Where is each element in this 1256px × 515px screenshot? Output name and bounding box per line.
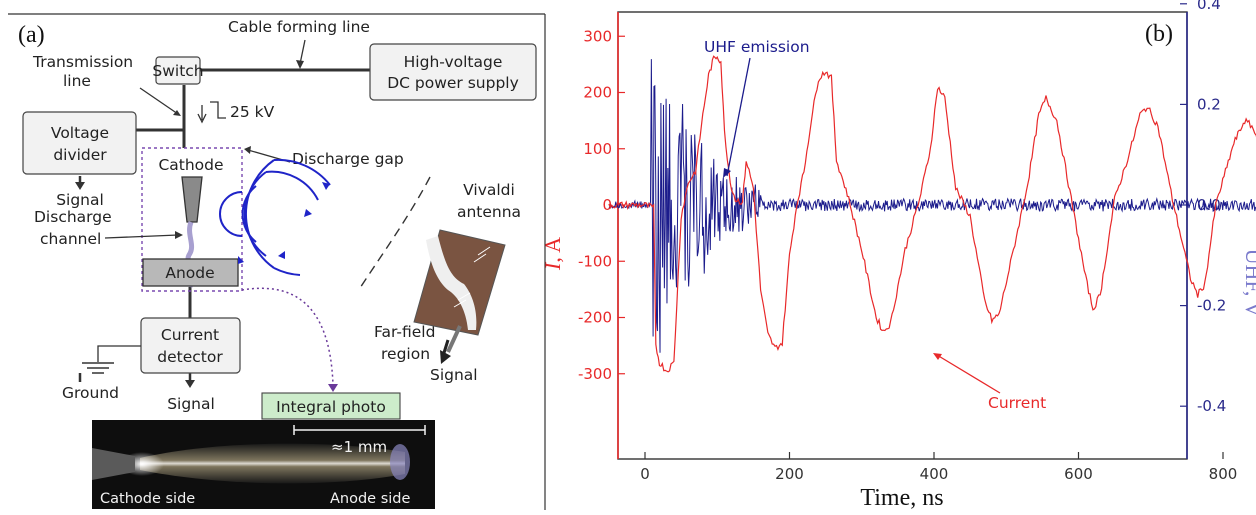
discharge-gap-frame <box>141 147 243 292</box>
x-tick-label: 200 <box>775 465 804 483</box>
discharge-channel-label-1: Discharge <box>34 208 112 226</box>
vivaldi-label-2: antenna <box>457 203 521 221</box>
signal-left-arrow <box>75 182 85 190</box>
y-left-tick-label: -300 <box>578 365 612 383</box>
y-left-tick-label: 300 <box>583 27 612 45</box>
current-annotation: Current <box>988 394 1046 412</box>
y-right-tick-label: 0.4 <box>1197 0 1221 13</box>
y-right-tick-label: 0.2 <box>1197 95 1221 113</box>
y-left-axis-title: I, A <box>540 237 565 271</box>
em-waves-icon <box>219 158 331 276</box>
panel-a: (a) Cable forming line Transmission line… <box>8 13 546 510</box>
integral-photo-image <box>92 420 435 509</box>
photo-link-curve <box>241 287 334 386</box>
far-field-label-2: region <box>381 345 430 363</box>
vivaldi-label-1: Vivaldi <box>463 181 515 199</box>
x-tick-label: 800 <box>1209 465 1238 483</box>
signal-bottom-arrow <box>185 380 195 388</box>
y-right-axis-title: UHF, V <box>1241 249 1256 318</box>
transmission-line-label-1: Transmission <box>32 53 133 71</box>
current-detector-label-1: Current <box>161 326 219 344</box>
x-tick-label: 400 <box>920 465 949 483</box>
integral-photo-label: Integral photo <box>276 398 386 416</box>
signal-right-label: Signal <box>430 366 478 384</box>
signal-bottom-label: Signal <box>167 395 215 413</box>
scale-label: ≈1 mm <box>331 438 387 456</box>
hv-supply-label-2: DC power supply <box>387 74 519 92</box>
y-left-tick-label: -200 <box>578 309 612 327</box>
ground-label: Ground <box>62 384 119 402</box>
voltage-divider-box <box>22 111 137 175</box>
voltage-divider-label-2: divider <box>53 146 107 164</box>
y-left-tick-label: 100 <box>583 140 612 158</box>
voltage-divider-label-1: Voltage <box>51 124 109 142</box>
y-right-tick-label: -0.2 <box>1197 297 1226 315</box>
current-detector-label-2: detector <box>157 348 223 366</box>
scale-bar <box>293 425 426 435</box>
x-axis-title: Time, ns <box>860 485 943 511</box>
voltage-label: 25 kV <box>230 103 275 121</box>
cathode-electrode <box>181 176 203 223</box>
y-right-tick-label: -0.4 <box>1197 397 1226 415</box>
cathode-label: Cathode <box>158 156 223 174</box>
series-current-line <box>608 55 1256 373</box>
anode-label: Anode <box>165 264 214 282</box>
x-tick-label: 600 <box>1064 465 1093 483</box>
ground-icon <box>82 362 114 374</box>
integral-photo-tag <box>261 392 401 420</box>
cathode-side-label: Cathode side <box>100 491 195 507</box>
y-left-tick-label: 200 <box>583 84 612 102</box>
panel-a-letter: (a) <box>18 22 45 48</box>
discharge-gap-label: Discharge gap <box>292 150 404 168</box>
anode-box <box>142 258 239 287</box>
cable-forming-line-label: Cable forming line <box>228 18 370 36</box>
hv-supply-label-1: High-voltage <box>404 53 503 71</box>
hv-supply-box <box>369 43 537 101</box>
transmission-line-label-2: line <box>63 72 91 90</box>
anode-side-label: Anode side <box>330 491 411 507</box>
far-field-label-1: Far-field <box>374 323 435 341</box>
far-field-boundary <box>359 176 431 289</box>
x-tick-label: 0 <box>640 465 650 483</box>
series-uhf-line <box>608 59 1256 353</box>
voltage-pulse-icon <box>197 105 207 124</box>
y-left-tick-label: 0 <box>602 196 612 214</box>
switch-label: Switch <box>152 62 203 80</box>
uhf-emission-annotation: UHF emission <box>704 38 810 56</box>
panel-b-letter: (b) <box>1145 21 1173 47</box>
discharge-channel-label-2: channel <box>40 230 101 248</box>
signal-left-label: Signal <box>56 191 104 209</box>
chart-layer: 0 200 400 600 800 300 200 100 0 -100 -200 -300 0.4 0.… <box>578 0 1256 483</box>
switch-box <box>155 56 201 85</box>
y-left-tick-label: -100 <box>578 252 612 270</box>
vivaldi-antenna-icon <box>413 229 506 353</box>
